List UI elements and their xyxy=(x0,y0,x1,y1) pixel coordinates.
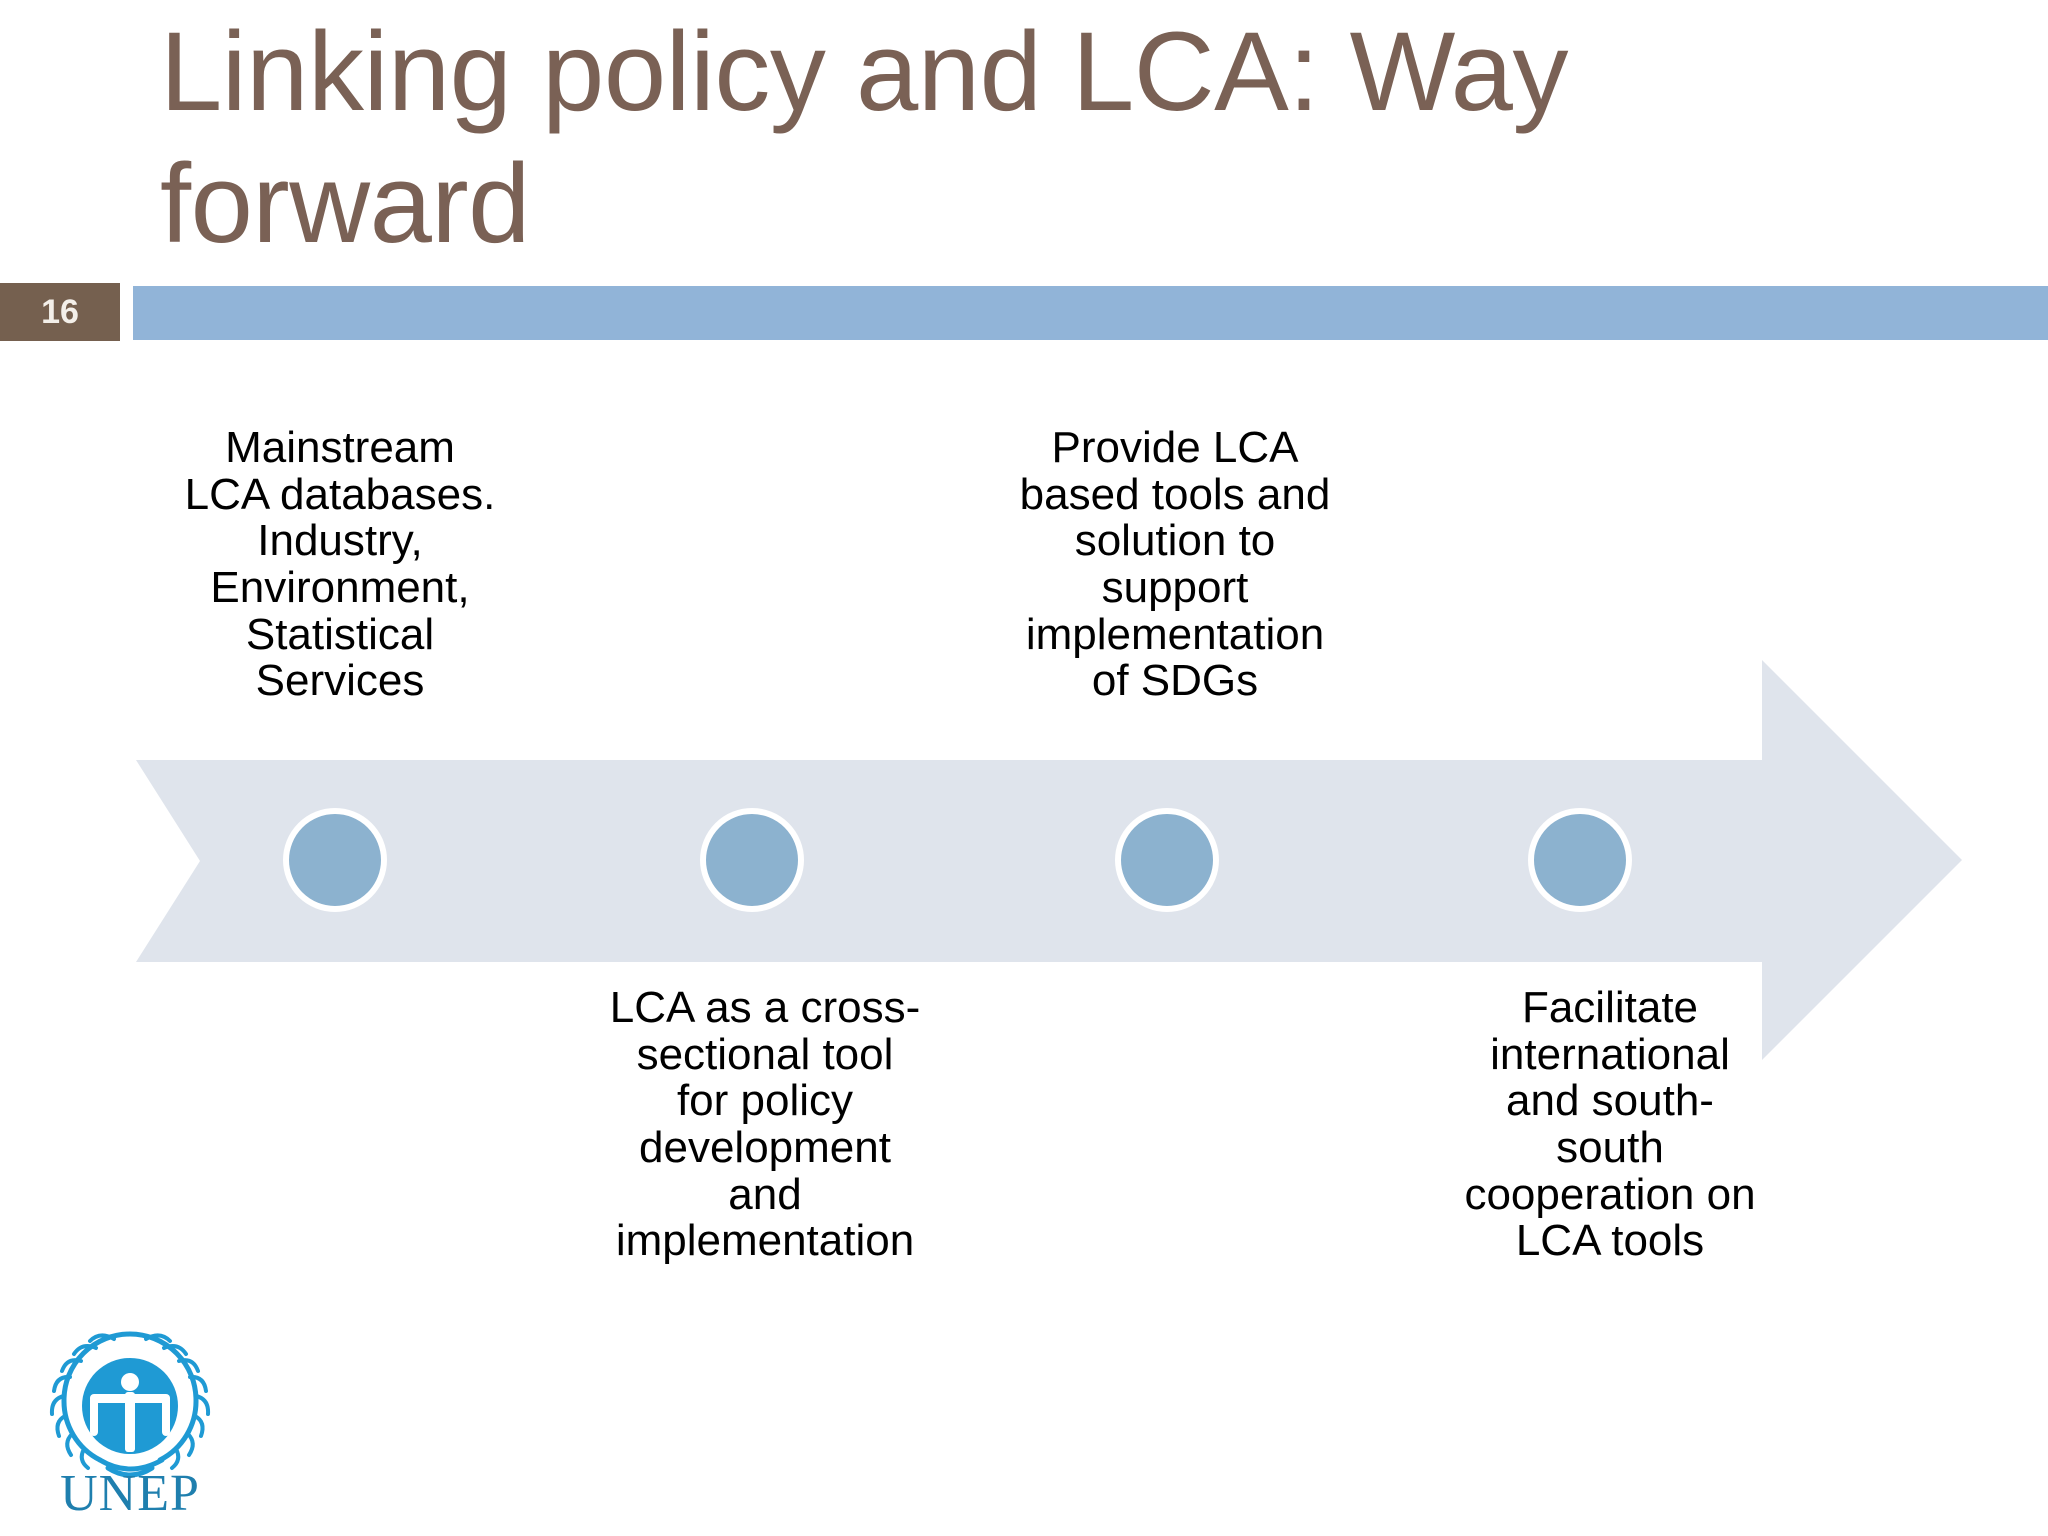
page-number-label: 16 xyxy=(41,292,79,331)
process-arrow-shape xyxy=(0,640,2048,1080)
milestone-marker-4[interactable] xyxy=(1528,808,1632,912)
milestone-label-2: LCA as a cross- sectional tool for polic… xyxy=(609,983,921,1266)
milestone-marker-1[interactable] xyxy=(283,808,387,912)
milestone-label-1: Mainstream LCA databases. Industry, Envi… xyxy=(184,423,496,706)
milestone-label-3: Provide LCA based tools and solution to … xyxy=(1019,423,1331,706)
page-title: Linking policy and LCA: Way forward xyxy=(160,9,1599,267)
page-number-badge: 16 xyxy=(0,283,120,341)
milestone-marker-2[interactable] xyxy=(700,808,804,912)
milestone-label-4: Facilitate international and south- sout… xyxy=(1464,983,1756,1266)
header-accent-bar xyxy=(133,286,2048,340)
svg-text:UNEP: UNEP xyxy=(60,1465,200,1520)
milestone-marker-3[interactable] xyxy=(1115,808,1219,912)
unep-logo: UNEP xyxy=(30,1320,230,1520)
